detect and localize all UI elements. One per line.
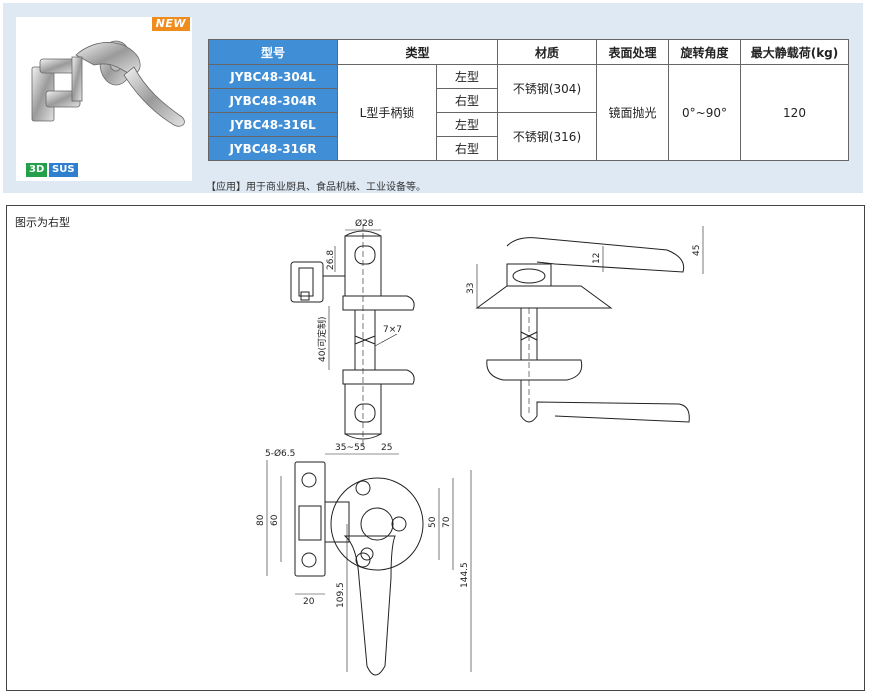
dim-d25: 25	[381, 443, 392, 453]
technical-drawing: 图示为右型 Ø28 26.8 40(可定制) 7×7	[6, 205, 865, 691]
table-row: JYBC48-316R 右型	[208, 136, 849, 161]
header-load: 最大静载荷(kg)	[740, 39, 849, 65]
material-cell: 不锈钢(316)	[497, 112, 597, 161]
dim-d5-6-5: 5-Ø6.5	[265, 448, 295, 459]
surface-cell: 镜面抛光	[596, 64, 669, 161]
header-type: 类型	[337, 39, 498, 65]
dim-d40: 40(可定制)	[316, 317, 328, 362]
dim-d109-5: 109.5	[336, 582, 346, 608]
dim-d70: 70	[442, 516, 452, 528]
application-note: 【应用】用于商业厨具、食品机械、工业设备等。	[206, 182, 426, 193]
product-photo	[31, 40, 185, 127]
table-row: JYBC48-316L 左型 不锈钢(316)	[208, 112, 849, 161]
hand-cell: 左型	[436, 112, 498, 137]
hand-cell: 右型	[436, 88, 498, 113]
material-badge: SUS	[49, 163, 78, 177]
model-cell: JYBC48-316L	[208, 112, 338, 137]
dim-d26-8: 26.8	[326, 250, 336, 270]
drawing-canvas: Ø28 26.8 40(可定制) 7×7 33 12 45	[256, 218, 704, 676]
dim-d80: 80	[256, 514, 266, 526]
product-header-panel: NEW 3D SUS 型号 类型 材质 表面处理 旋转角度 最大静载荷(kg) …	[3, 3, 863, 193]
header-angle: 旋转角度	[668, 39, 741, 65]
3d-badge[interactable]: 3D	[26, 163, 48, 177]
dim-d50: 50	[428, 516, 438, 528]
dim-d20: 20	[303, 597, 315, 607]
dim-d45: 45	[692, 245, 702, 256]
dim-d28: Ø28	[355, 218, 374, 229]
hand-cell: 左型	[436, 64, 498, 89]
spec-table-header-row: 型号 类型 材质 表面处理 旋转角度 最大静载荷(kg)	[208, 39, 849, 65]
drawing-caption: 图示为右型	[15, 216, 70, 229]
load-cell: 120	[740, 64, 849, 161]
dim-d33: 33	[466, 283, 476, 294]
type-cell: L型手柄锁	[337, 64, 437, 161]
dim-d12: 12	[592, 253, 602, 264]
table-row: JYBC48-304R 右型	[208, 88, 849, 113]
spec-table: 型号 类型 材质 表面处理 旋转角度 最大静载荷(kg) JYBC48-304L…	[208, 39, 849, 161]
model-cell: JYBC48-316R	[208, 136, 338, 161]
hand-cell: 右型	[436, 136, 498, 161]
material-cell: 不锈钢(304)	[497, 64, 597, 113]
bottom-view	[266, 453, 472, 676]
header-model: 型号	[208, 39, 338, 65]
header-material: 材质	[497, 39, 597, 65]
product-photo-card: NEW 3D SUS	[16, 17, 192, 181]
angle-cell: 0°~90°	[668, 64, 741, 161]
dim-d35-55: 35~55	[335, 443, 365, 453]
model-cell: JYBC48-304R	[208, 88, 338, 113]
dim-d7x7: 7×7	[383, 325, 402, 335]
side-view	[290, 224, 415, 446]
dim-d144-5: 144.5	[460, 562, 470, 588]
front-view	[475, 226, 704, 423]
dim-d60: 60	[270, 514, 280, 526]
model-cell: JYBC48-304L	[208, 64, 338, 89]
new-badge: NEW	[151, 17, 190, 31]
table-row: JYBC48-304L L型手柄锁 左型 不锈钢(304) 镜面抛光 0°~90…	[208, 64, 849, 161]
header-surface: 表面处理	[596, 39, 669, 65]
